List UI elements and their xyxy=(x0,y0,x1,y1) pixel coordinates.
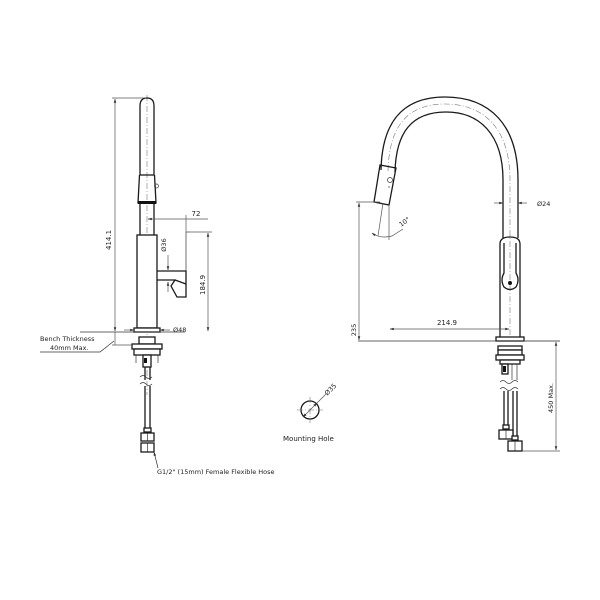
dim-spout-reach-front: 214.9 xyxy=(437,319,457,327)
dim-overall-height: 414.1 xyxy=(105,230,113,250)
gooseneck-spout xyxy=(380,96,519,238)
lever-handle xyxy=(157,270,187,298)
lever-slot xyxy=(501,243,519,291)
dim-outlet-height: 235 xyxy=(350,324,358,336)
mixer-body xyxy=(136,234,158,329)
note-bench-thickness-1: Bench Thickness xyxy=(40,335,95,343)
dim-base-diameter: Ø48 xyxy=(173,326,186,334)
dim-hose-length: 450 Max. xyxy=(547,383,555,413)
side-view: 414.1 72 184.9 Ø36 Ø48 Bench Thickness 4… xyxy=(40,95,275,476)
dim-spout-reach: 72 xyxy=(192,210,201,218)
note-bench-thickness-2: 40mm Max. xyxy=(50,344,89,352)
front-view: 10° Ø24 235 xyxy=(350,96,560,452)
mounting-hole-detail: Ø35 Mounting Hole xyxy=(283,382,338,443)
lever-pivot-icon xyxy=(508,281,512,285)
pull-out-wand xyxy=(139,97,155,175)
spray-button-icon xyxy=(154,183,159,189)
note-hose: G1/2" (15mm) Female Flexible Hose xyxy=(157,468,275,476)
spray-button-icon-front xyxy=(387,177,393,183)
dim-body-height: 184.9 xyxy=(199,275,207,295)
dim-spray-angle: 10° xyxy=(398,215,412,228)
base-ring xyxy=(133,327,161,333)
dim-spout-diameter: Ø36 xyxy=(160,238,168,251)
base-ring-front xyxy=(495,336,525,342)
mounting-hole-label: Mounting Hole xyxy=(283,435,334,443)
pull-out-spray-head xyxy=(373,164,397,206)
dim-tube-diameter: Ø24 xyxy=(537,200,550,208)
mixer-body-front xyxy=(499,236,521,337)
dim-mounting-hole-diameter: Ø35 xyxy=(323,382,338,397)
